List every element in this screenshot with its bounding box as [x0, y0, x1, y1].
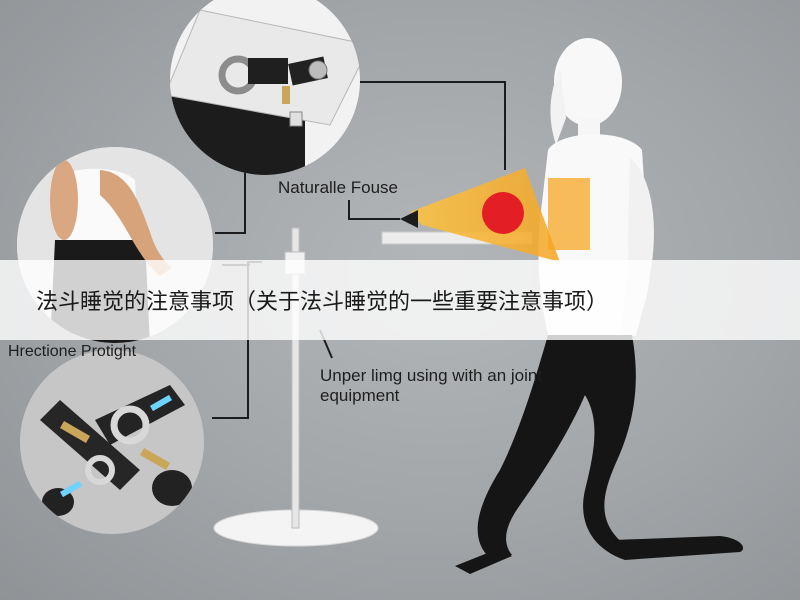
banner-title: 法斗睡觉的注意事项（关于法斗睡觉的一些重要注意事项） — [36, 290, 609, 315]
protection-label: Hrectione Protight — [8, 343, 137, 360]
focus-highlight — [400, 168, 590, 262]
focus-dot — [482, 192, 524, 234]
focus-label: Naturalle Fouse — [278, 178, 399, 197]
equipment-note-label: Unper limg using with an joint equipment — [320, 366, 543, 405]
detail-circle-joint — [20, 350, 204, 534]
title-banner: 法斗睡觉的注意事项（关于法斗睡觉的一些重要注意事项） — [0, 260, 800, 340]
detail-circle-hardware — [170, 0, 360, 175]
